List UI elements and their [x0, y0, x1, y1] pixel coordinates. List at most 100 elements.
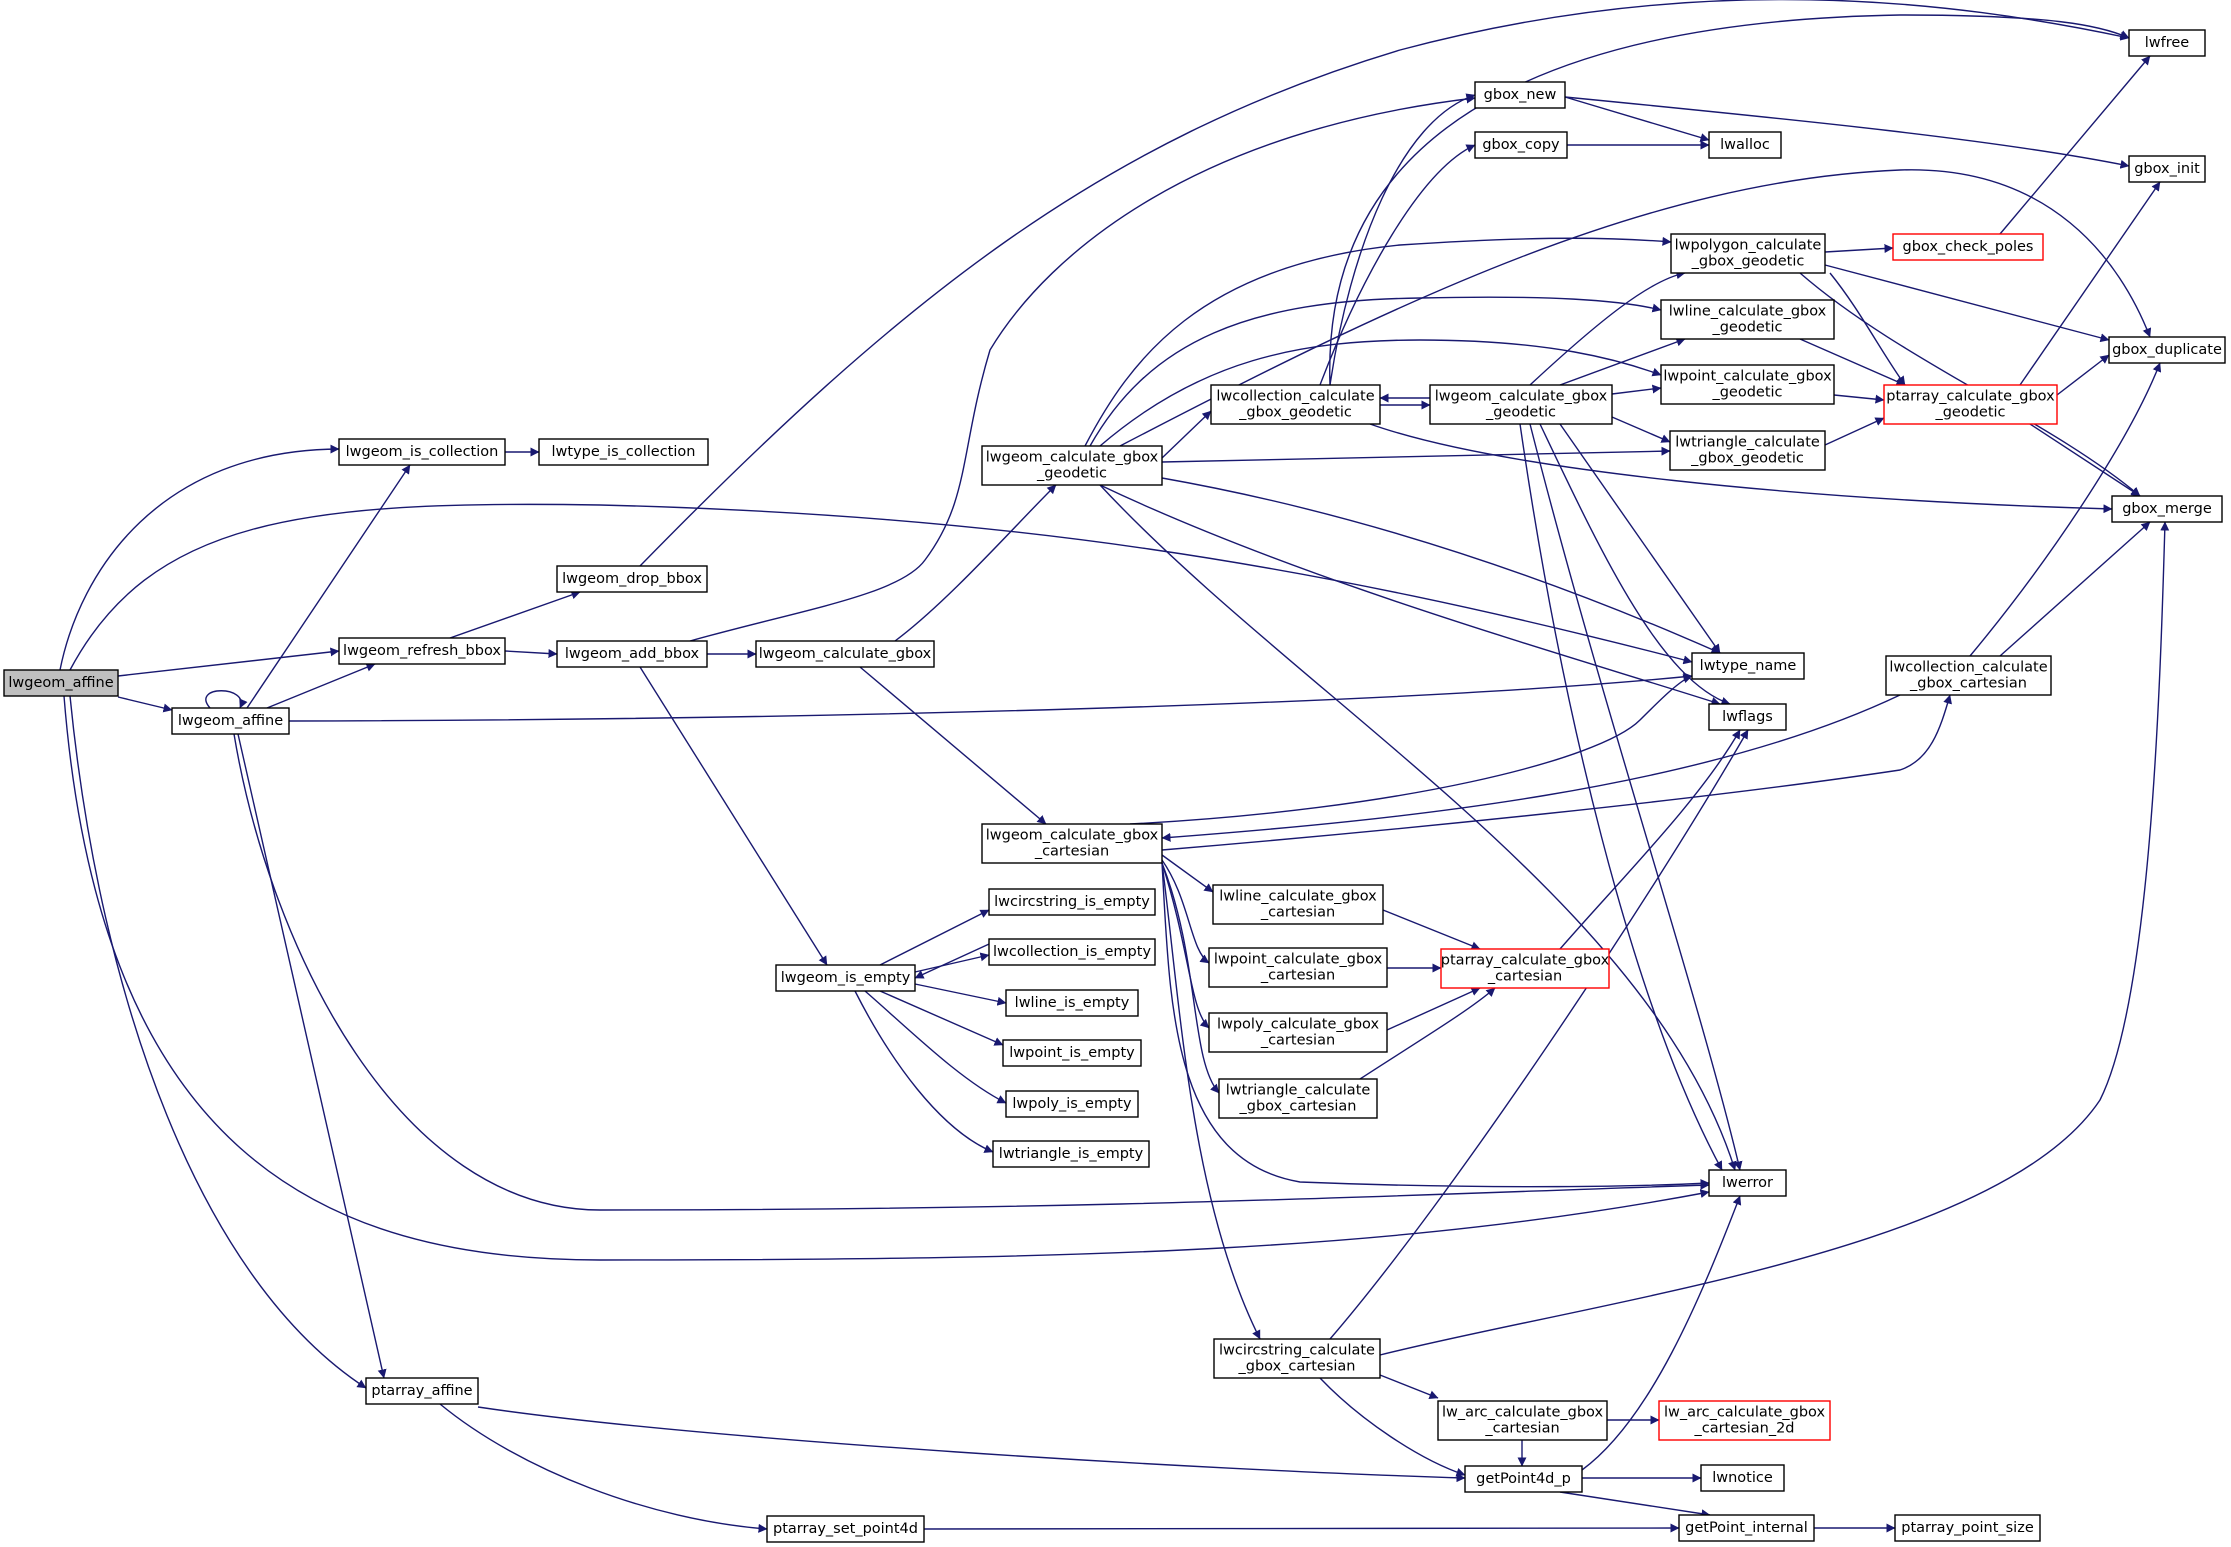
node-label: _geodetic [1711, 385, 1782, 401]
node-getPoint-internal[interactable]: getPoint_internal [1678, 1514, 1815, 1542]
node-getPoint4d-p[interactable]: getPoint4d_p [1464, 1465, 1583, 1493]
node-lwgeom-calculate-gbox-geodetic-2[interactable]: lwgeom_calculate_gbox_geodetic [1429, 384, 1613, 425]
node-lwtriangle-calculate-gbox-cartesian[interactable]: lwtriangle_calculate_gbox_cartesian [1218, 1078, 1378, 1119]
node-lw-arc-calculate-gbox-cartesian[interactable]: lw_arc_calculate_gbox_cartesian [1437, 1400, 1608, 1441]
edge-lwcollection-calculate-gbox-cartesian-to-gbox-merge [1999, 521, 2151, 657]
node-lw-arc-calculate-gbox-cartesian-2d[interactable]: lw_arc_calculate_gbox_cartesian_2d [1658, 1400, 1831, 1441]
node-lwflags[interactable]: lwflags [1708, 703, 1787, 731]
node-ptarray-calculate-gbox-geodetic[interactable]: ptarray_calculate_gbox_geodetic [1883, 384, 2058, 425]
node-lwline-is-empty[interactable]: lwline_is_empty [1005, 989, 1139, 1017]
node-lwcollection-calculate-gbox-cartesian[interactable]: lwcollection_calculate_gbox_cartesian [1885, 655, 2052, 696]
edge-lwgeom-calculate-gbox-geodetic-to-lwline-calculate-gbox-geodetic [1089, 296, 1662, 447]
node-label: _cartesian [1487, 969, 1562, 985]
edge-lwgeom-calculate-gbox-cartesian-to-lwtype-name [1129, 674, 1693, 825]
node-lwgeom-is-empty[interactable]: lwgeom_is_empty [775, 964, 916, 992]
node-box [992, 1140, 1150, 1168]
node-label: gbox_copy [1482, 137, 1560, 153]
node-lwnotice[interactable]: lwnotice [1700, 1464, 1785, 1492]
edge-lwgeom-calculate-gbox-geodetic-2-to-lwflags [1539, 423, 1731, 706]
edge-lwgeom-calculate-gbox-to-lwgeom-calculate-gbox-geodetic [894, 484, 1057, 642]
node-box [1218, 1078, 1378, 1119]
node-label: lwgeom_is_empty [781, 970, 911, 986]
node-lwpoly-is-empty[interactable]: lwpoly_is_empty [1005, 1090, 1139, 1118]
node-ptarray-point-size[interactable]: ptarray_point_size [1894, 1514, 2041, 1542]
node-label: lw_arc_calculate_gbox [1442, 1405, 1604, 1421]
edge-lwpoly-calculate-gbox-cartesian-to-ptarray-calculate-gbox-cartesian [1386, 987, 1481, 1031]
edge-lwgeom-calculate-gbox-geodetic-to-lwpoint-calculate-gbox-geodetic [1099, 339, 1662, 447]
node-label: lwcollection_calculate [1889, 660, 2047, 676]
edge-lwpoint-calculate-gbox-geodetic-to-ptarray-calculate-gbox-geodetic [1833, 394, 1885, 404]
node-box [1669, 430, 1826, 471]
edge-getPoint4d-p-to-getPoint-internal [1559, 1491, 1711, 1519]
node-lwcollection-is-empty[interactable]: lwcollection_is_empty [988, 938, 1156, 966]
node-label: lwgeom_calculate_gbox [759, 646, 932, 662]
node-box [1212, 884, 1384, 925]
node-lwgeom-add-bbox[interactable]: lwgeom_add_bbox [556, 640, 708, 668]
node-label: _cartesian [1484, 1421, 1559, 1437]
node-label: gbox_merge [2122, 501, 2212, 517]
node-lwtype-is-collection[interactable]: lwtype_is_collection [538, 438, 709, 466]
node-gbox-check-poles[interactable]: gbox_check_poles [1892, 233, 2044, 261]
node-lwgeom-calculate-gbox-geodetic[interactable]: lwgeom_calculate_gbox_geodetic [981, 445, 1163, 486]
node-lwgeom-is-collection[interactable]: lwgeom_is_collection [338, 438, 506, 466]
node-box [1213, 1338, 1381, 1379]
edge-lwgeom-affine-to-lwgeom-refresh-bbox [266, 663, 376, 709]
node-label: _cartesian [1260, 905, 1335, 921]
node-label: lwfree [2145, 35, 2190, 51]
edge-ptarray-calculate-gbox-geodetic-to-gbox-merge [2029, 423, 2141, 497]
node-box [538, 438, 709, 466]
node-lwalloc[interactable]: lwalloc [1708, 131, 1782, 159]
edge-ptarray-calculate-gbox-geodetic-to-gbox-init [2019, 181, 2161, 386]
node-lwfree[interactable]: lwfree [2128, 29, 2206, 57]
node-label: lwcollection_is_empty [993, 944, 1151, 960]
node-gbox-duplicate[interactable]: gbox_duplicate [2108, 336, 2226, 364]
node-box [1208, 947, 1388, 988]
node-label: ptarray_affine [371, 1383, 472, 1399]
node-lwcollection-calculate-gbox-geodetic[interactable]: lwcollection_calculate_gbox_geodetic [1210, 384, 1381, 425]
node-ptarray-affine[interactable]: ptarray_affine [365, 1377, 479, 1405]
node-ptarray-calculate-gbox-cartesian[interactable]: ptarray_calculate_gbox_cartesian [1440, 948, 1610, 989]
edge-lwline-calculate-gbox-cartesian-to-ptarray-calculate-gbox-cartesian [1382, 909, 1481, 950]
node-gbox-merge[interactable]: gbox_merge [2111, 495, 2223, 523]
node-lwgeom-calculate-gbox[interactable]: lwgeom_calculate_gbox [755, 640, 935, 668]
node-lwgeom-affine[interactable]: lwgeom_affine [171, 707, 290, 735]
node-label: ptarray_set_point4d [773, 1521, 918, 1537]
node-label: lwgeom_is_collection [346, 444, 499, 460]
node-lwtype-name[interactable]: lwtype_name [1691, 652, 1805, 680]
node-lwpoly-calculate-gbox-cartesian[interactable]: lwpoly_calculate_gbox_cartesian [1208, 1012, 1388, 1053]
node-lwline-calculate-gbox-geodetic[interactable]: lwline_calculate_gbox_geodetic [1660, 299, 1835, 340]
node-lwcircstring-calculate-gbox-cartesian[interactable]: lwcircstring_calculate_gbox_cartesian [1213, 1338, 1381, 1379]
node-lwerror[interactable]: lwerror [1708, 1169, 1787, 1197]
node-lwpoint-calculate-gbox-cartesian[interactable]: lwpoint_calculate_gbox_cartesian [1208, 947, 1388, 988]
node-lwpoint-is-empty[interactable]: lwpoint_is_empty [1002, 1039, 1142, 1067]
node-lwcircstring-is-empty[interactable]: lwcircstring_is_empty [988, 888, 1156, 916]
node-lwtriangle-is-empty[interactable]: lwtriangle_is_empty [992, 1140, 1150, 1168]
edge-ptarray-calculate-gbox-geodetic-to-gbox-duplicate [2056, 354, 2110, 396]
edge-lwcollection-calculate-gbox-cartesian-to-lwgeom-calculate-gbox-cartesian [1161, 694, 1901, 842]
node-box [2108, 336, 2226, 364]
node-box [556, 565, 708, 593]
node-box [1708, 1169, 1787, 1197]
node-ptarray-set-point4d[interactable]: ptarray_set_point4d [766, 1515, 925, 1543]
node-gbox-init[interactable]: gbox_init [2128, 155, 2206, 183]
node-lwgeom-drop-bbox[interactable]: lwgeom_drop_bbox [556, 565, 708, 593]
node-label: _gbox_cartesian [1909, 676, 2027, 692]
edge-lwgeom-calculate-gbox-geodetic-2-to-lwpolygon-calculate-gbox-geodetic [1529, 270, 1686, 386]
node-label: _cartesian [1034, 844, 1109, 860]
node-lwgeom-calculate-gbox-cartesian[interactable]: lwgeom_calculate_gbox_cartesian [981, 823, 1163, 864]
node-box [1660, 299, 1835, 340]
node-lwpoint-calculate-gbox-geodetic[interactable]: lwpoint_calculate_gbox_geodetic [1660, 364, 1835, 405]
node-box [1708, 703, 1787, 731]
node-box [1708, 131, 1782, 159]
node-lwpolygon-calculate-gbox-geodetic[interactable]: lwpolygon_calculate_gbox_geodetic [1670, 233, 1826, 274]
node-lwgeom-affine-root[interactable]: lwgeom_affine [3, 669, 119, 697]
node-label: _geodetic [1036, 466, 1107, 482]
node-lwgeom-refresh-bbox[interactable]: lwgeom_refresh_bbox [338, 637, 506, 665]
node-lwline-calculate-gbox-cartesian[interactable]: lwline_calculate_gbox_cartesian [1212, 884, 1384, 925]
node-label: ptarray_calculate_gbox [1441, 953, 1610, 969]
node-gbox-copy[interactable]: gbox_copy [1474, 131, 1568, 159]
edge-lwgeom-calculate-gbox-geodetic-2-to-lwtype-name [1559, 423, 1721, 654]
node-gbox-new[interactable]: gbox_new [1474, 81, 1566, 109]
node-box [1208, 1012, 1388, 1053]
node-lwtriangle-calculate-gbox-geodetic[interactable]: lwtriangle_calculate_gbox_geodetic [1669, 430, 1826, 471]
